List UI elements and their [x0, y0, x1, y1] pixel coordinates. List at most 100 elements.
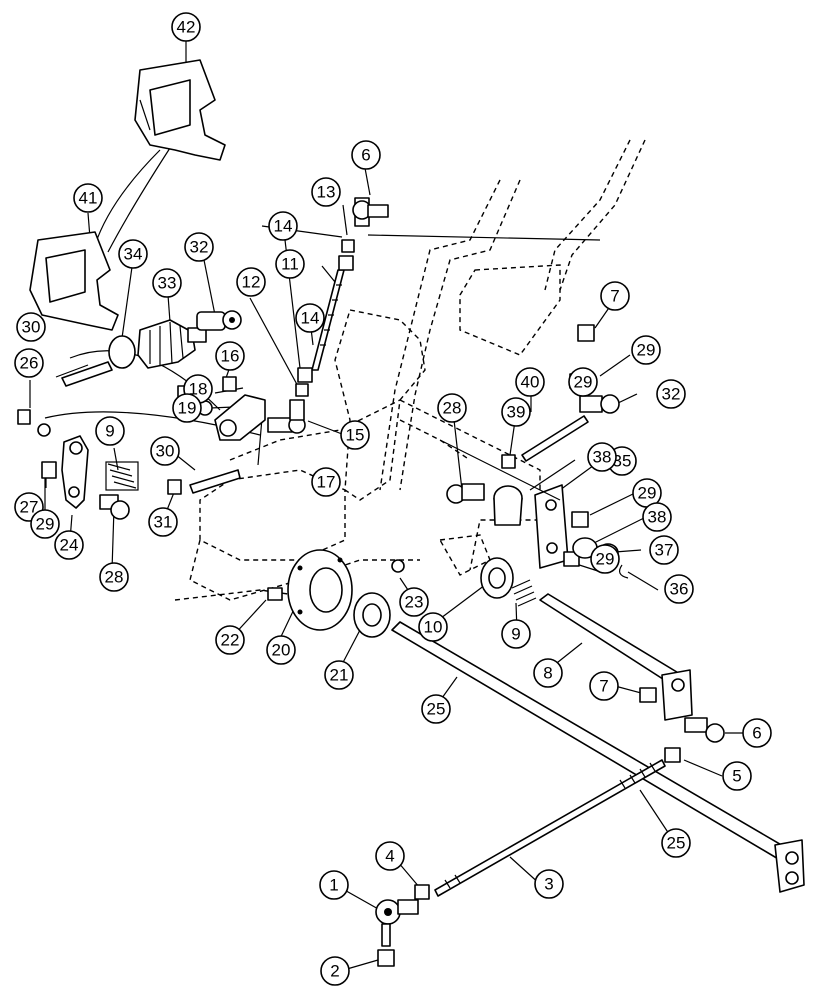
callout-39: 39	[501, 397, 531, 427]
parts	[17, 59, 805, 967]
rod-end-6-lower	[684, 717, 725, 743]
rod-end-28-right	[446, 483, 485, 504]
callout-number: 30	[22, 318, 41, 337]
console-bracket-42	[134, 59, 226, 161]
callout-38: 38	[587, 442, 617, 472]
callout-number: 6	[752, 724, 761, 743]
callout-20: 20	[266, 635, 296, 665]
callout-number: 37	[655, 541, 674, 560]
callout-circle	[295, 303, 325, 333]
callout-number: 29	[596, 550, 615, 569]
callout-circle	[340, 420, 370, 450]
washer-26	[37, 423, 51, 437]
callout-circle	[515, 367, 545, 397]
nut-29-a	[571, 511, 589, 528]
callout-circle	[418, 612, 448, 642]
shaft-8	[539, 593, 693, 721]
callout-number: 29	[574, 373, 593, 392]
callout-circle	[14, 348, 44, 378]
nut-29-b	[563, 551, 580, 567]
bolt-22	[267, 587, 283, 601]
callout-16: 16	[215, 341, 245, 371]
callout-number: 14	[301, 309, 320, 328]
callout-circle	[275, 249, 305, 279]
callout-number: 28	[443, 399, 462, 418]
callout-number: 41	[79, 189, 98, 208]
callout-circle	[148, 507, 178, 537]
callout-circle	[587, 442, 617, 472]
callout-circle	[172, 393, 202, 423]
callout-number: 42	[177, 18, 196, 37]
callout-circle	[236, 267, 266, 297]
callout-32: 32	[184, 232, 214, 262]
callout-circle	[534, 869, 564, 899]
bracket-35	[534, 484, 569, 569]
callout-number: 25	[667, 834, 686, 853]
callout-1: 1	[319, 870, 349, 900]
callout-circle	[152, 268, 182, 298]
callout-number: 7	[599, 677, 608, 696]
flange-20	[287, 549, 353, 631]
callout-number: 17	[317, 473, 336, 492]
callout-circle	[319, 870, 349, 900]
callout-circle	[664, 574, 694, 604]
callout-circle	[568, 367, 598, 397]
callout-42: 42	[171, 12, 201, 42]
bushing-38-upper	[493, 485, 523, 526]
nut-14-upper	[338, 255, 354, 271]
callout-circle	[73, 183, 103, 213]
callout-12: 12	[236, 267, 266, 297]
callout-number: 27	[20, 498, 39, 517]
callout-number: 12	[242, 273, 261, 292]
callout-number: 9	[105, 422, 114, 441]
callout-28: 28	[99, 562, 129, 592]
callout-11: 11	[275, 249, 305, 279]
callout-number: 8	[543, 664, 552, 683]
rod-40	[521, 415, 589, 462]
callout-number: 34	[124, 245, 143, 264]
callout-number: 4	[385, 847, 394, 866]
callout-19: 19	[172, 393, 202, 423]
callout-2: 2	[320, 956, 350, 986]
bolt-26	[17, 409, 31, 425]
callout-number: 28	[105, 568, 124, 587]
callout-circle	[590, 544, 620, 574]
callout-number: 26	[20, 354, 39, 373]
callout-number: 35	[613, 452, 632, 471]
callout-number: 25	[427, 700, 446, 719]
callout-4: 4	[375, 841, 405, 871]
nut-7-top	[577, 324, 595, 342]
callout-circle	[324, 660, 354, 690]
callout-29: 29	[590, 544, 620, 574]
nut-27	[41, 461, 57, 479]
callout-circle	[437, 393, 467, 423]
callout-circle	[722, 761, 752, 791]
nut-23	[391, 559, 405, 573]
callout-15: 15	[340, 420, 370, 450]
callout-circle	[642, 502, 672, 532]
callout-circle	[533, 658, 563, 688]
callout-29: 29	[30, 509, 60, 539]
rod-end-1	[375, 899, 419, 947]
callout-40: 40	[515, 367, 545, 397]
callout-17: 17	[311, 467, 341, 497]
callout-number: 30	[156, 442, 175, 461]
callout-number: 29	[36, 515, 55, 534]
nut-7-lower	[639, 687, 657, 703]
callout-number: 32	[190, 238, 209, 257]
callout-number: 33	[158, 274, 177, 293]
callout-circle	[99, 562, 129, 592]
callout-23: 23	[399, 587, 429, 617]
callout-circle	[16, 312, 46, 342]
callout-7: 7	[589, 671, 619, 701]
clip-36	[618, 564, 629, 579]
callout-circle	[54, 530, 84, 560]
callout-number: 9	[511, 625, 520, 644]
callout-29: 29	[568, 367, 598, 397]
callout-circle	[215, 341, 245, 371]
callout-number: 1	[329, 876, 338, 895]
pin-30-upper	[61, 361, 113, 387]
callout-3: 3	[534, 869, 564, 899]
rod-end-28-left	[99, 494, 130, 520]
callout-6: 6	[742, 718, 772, 748]
